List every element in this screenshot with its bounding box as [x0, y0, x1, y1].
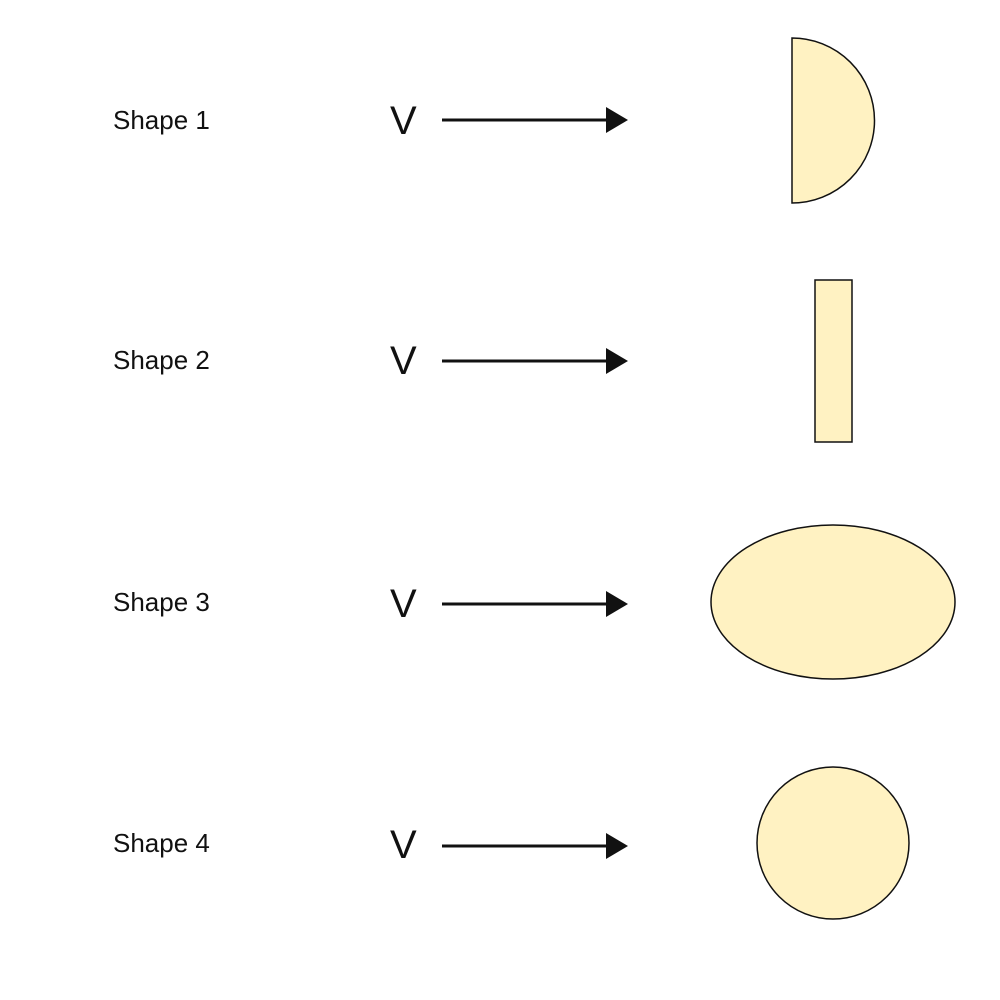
shape-2-velocity-label: V	[390, 339, 417, 383]
shape-1-half-disc	[791, 37, 876, 204]
shape-3-velocity-label: V	[390, 582, 417, 626]
row-shape-1: Shape 1 V	[113, 37, 876, 204]
shape-2-label: Shape 2	[113, 345, 210, 375]
shape-2-flow-arrow	[442, 348, 628, 374]
shape-1-label: Shape 1	[113, 105, 210, 135]
row-shape-4: Shape 4 V	[113, 766, 910, 920]
shape-3-label: Shape 3	[113, 587, 210, 617]
shape-4-flow-arrow	[442, 833, 628, 859]
shape-1-flow-arrow	[442, 107, 628, 133]
row-shape-2: Shape 2 V	[113, 279, 853, 443]
shape-2-thin-rectangle	[814, 279, 853, 443]
row-shape-3: Shape 3 V	[113, 524, 956, 680]
shape-4-label: Shape 4	[113, 828, 210, 858]
shape-1-velocity-label: V	[390, 99, 417, 143]
shape-3-ellipse	[710, 524, 956, 680]
shape-4-velocity-label: V	[390, 823, 417, 867]
shape-4-circle	[756, 766, 910, 920]
shape-3-flow-arrow	[442, 591, 628, 617]
